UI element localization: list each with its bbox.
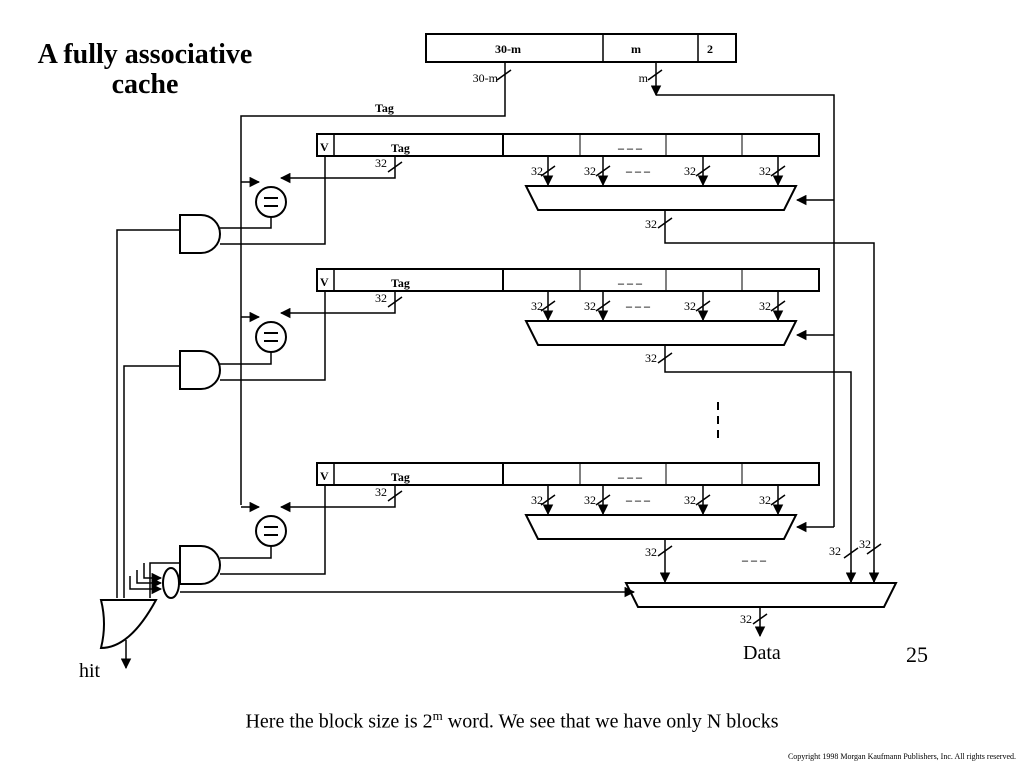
bus-width-label: 32 <box>684 493 696 507</box>
copyright: Copyright 1998 Morgan Kaufmann Publisher… <box>787 752 1016 761</box>
bus-width-label: 32 <box>645 351 657 365</box>
word-ellipsis: – – – <box>625 493 651 507</box>
block-ellipsis: – – – <box>617 470 643 484</box>
tag-label: Tag <box>391 470 410 484</box>
bus-width-label: 32 <box>759 493 771 507</box>
index-field-label: m <box>631 42 641 56</box>
caption-sup: m <box>432 708 443 723</box>
bus-width-label: 32 <box>645 545 657 559</box>
bus-width-label: 32 <box>759 299 771 313</box>
block-row-n <box>149 462 820 598</box>
bus-width-label: 32 <box>829 544 841 558</box>
tag-label: Tag <box>391 141 410 155</box>
valid-bit-label: V <box>320 469 329 483</box>
bus-width-label: 32 <box>584 493 596 507</box>
mux-input-ellipsis: – – – <box>741 553 767 567</box>
offset-field-label: 2 <box>707 42 713 56</box>
caption-pre: Here the block size is 2 <box>245 710 433 733</box>
data-width-label: 32 <box>740 612 752 626</box>
block-row-1 <box>116 133 875 598</box>
title-line-1: A fully associative <box>37 39 253 70</box>
block-ellipsis: – – – <box>617 141 643 155</box>
final-mux <box>624 582 898 638</box>
slide-title: A fully associative cache <box>0 40 290 100</box>
bus-width-label: 32 <box>531 164 543 178</box>
tag-label: Tag <box>391 276 410 290</box>
bus-width-label: 32 <box>375 291 387 305</box>
data-output-label: Data <box>743 642 781 664</box>
bus-width-label: 32 <box>375 485 387 499</box>
word-ellipsis: – – – <box>625 164 651 178</box>
bus-width-label: 32 <box>684 299 696 313</box>
caption-post: word. We see that we have only N blocks <box>442 710 779 733</box>
index-width-label: m <box>639 71 649 85</box>
caption: Here the block size is 2m word. We see t… <box>0 708 1024 734</box>
bus-width-label: 32 <box>375 156 387 170</box>
bus-width-label: 32 <box>531 299 543 313</box>
index-bus <box>647 62 835 533</box>
valid-bit-label: V <box>320 140 329 154</box>
tag-bus-label: Tag <box>375 101 394 115</box>
bus-width-label: 32 <box>584 164 596 178</box>
tag-bus <box>240 62 512 513</box>
tag-field-label: 30-m <box>495 42 521 56</box>
bus-width-label: 32 <box>531 493 543 507</box>
valid-bit-label: V <box>320 275 329 289</box>
hit-encoder <box>129 563 636 599</box>
bus-width-label: 32 <box>584 299 596 313</box>
bus-width-label: 32 <box>684 164 696 178</box>
page-number: 25 <box>906 642 928 667</box>
tag-width-label: 30-m <box>473 71 499 85</box>
address-register <box>425 33 737 63</box>
hit-label: hit <box>79 660 101 682</box>
bus-width-label: 32 <box>859 537 871 551</box>
title-line-2: cache <box>111 69 179 100</box>
or-gate <box>99 598 158 670</box>
word-ellipsis: – – – <box>625 299 651 313</box>
block-ellipsis: – – – <box>617 276 643 290</box>
bus-width-label: 32 <box>645 217 657 231</box>
block-row-2 <box>123 268 852 598</box>
bus-width-label: 32 <box>759 164 771 178</box>
